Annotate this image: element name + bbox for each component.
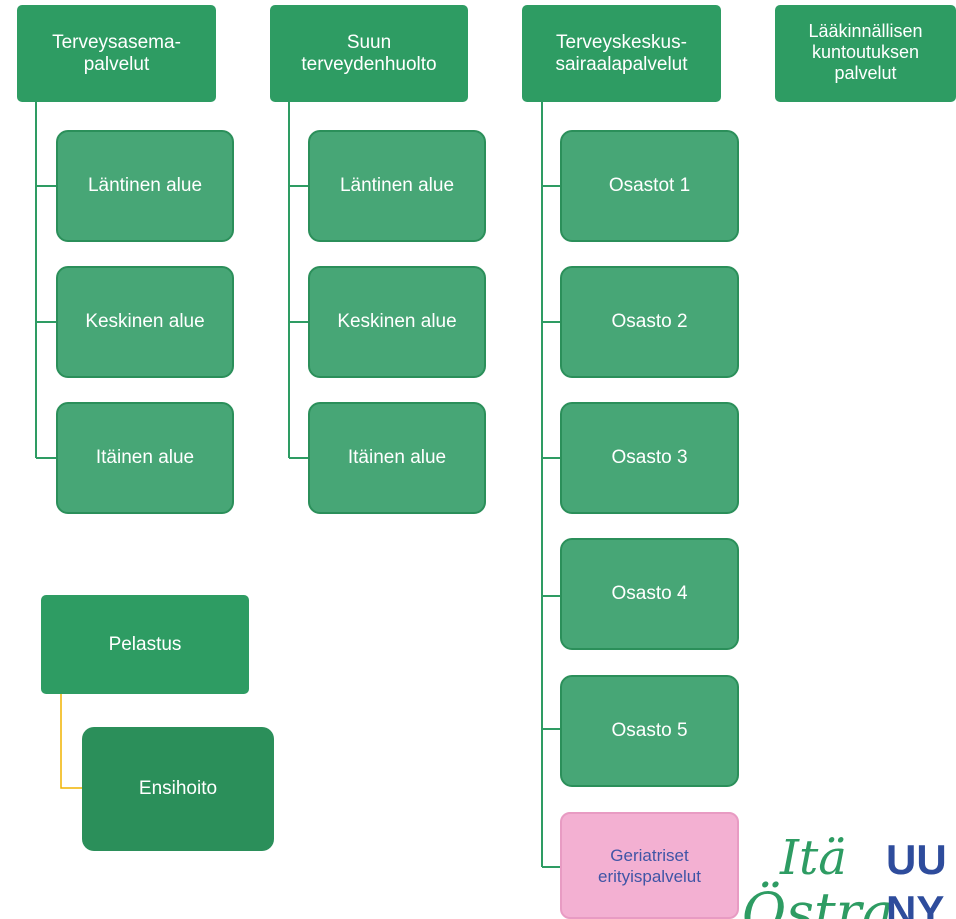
subunit-osasto-5: Osasto 5 [560,675,739,787]
unit-pelastus: Pelastus [41,595,249,694]
subunit-label: Osasto 3 [611,447,688,468]
subunit-label: Itäinen alue [95,447,195,468]
subunit-geriatriset-erityispalvelut: Geriatriset erityispalvelut [560,812,739,919]
unit-label: Suun terveydenhuolto [301,32,437,75]
unit-laakinnallinen-kuntoutus: Lääkinnällisen kuntoutuksen palvelut [775,5,956,102]
subunit-label: Osasto 4 [611,583,688,604]
subunit-label: Ensihoito [138,778,218,799]
connector-pelastus [60,694,82,789]
connector-suun [288,102,309,459]
ita-uusimaa-logo: Itä Östra UU NY [742,830,947,919]
unit-terveyskeskussairaalapalvelut: Terveyskeskus- sairaalapalvelut [522,5,721,102]
connector-terveysasema [35,102,56,459]
subunit-osasto-4: Osasto 4 [560,538,739,650]
subunit-label: Osasto 2 [611,311,688,332]
subunit-label: Läntinen alue [87,175,203,196]
logo-script-bottom: Östra [742,880,894,919]
subunit-label: Keskinen alue [85,311,205,332]
logo-bold-top: UU [886,836,947,883]
subunit-lantinen-alue-2: Läntinen alue [308,130,486,242]
subunit-osastot-1: Osastot 1 [560,130,739,242]
subunit-label: Osasto 5 [611,720,688,741]
subunit-label: Keskinen alue [337,311,457,332]
unit-label: Terveysasema- palvelut [52,32,181,75]
unit-label: Lääkinnällisen kuntoutuksen palvelut [808,21,923,83]
subunit-keskinen-alue-2: Keskinen alue [308,266,486,378]
logo-script-top: Itä [779,830,847,886]
unit-label: Terveyskeskus- sairaalapalvelut [555,32,688,75]
connector-sairaala [541,102,562,868]
unit-label: Pelastus [108,633,182,655]
subunit-label: Läntinen alue [339,175,455,196]
subunit-osasto-2: Osasto 2 [560,266,739,378]
unit-suun-terveydenhuolto: Suun terveydenhuolto [270,5,468,102]
subunit-itainen-alue-2: Itäinen alue [308,402,486,514]
subunit-label: Itäinen alue [347,447,447,468]
subunit-ensihoito: Ensihoito [82,727,274,851]
unit-terveysasemapalvelut: Terveysasema- palvelut [17,5,216,102]
subunit-label: Osastot 1 [608,175,691,196]
subunit-keskinen-alue-1: Keskinen alue [56,266,234,378]
logo-bold-bottom: NY [886,887,944,919]
subunit-lantinen-alue-1: Läntinen alue [56,130,234,242]
subunit-itainen-alue-1: Itäinen alue [56,402,234,514]
subunit-osasto-3: Osasto 3 [560,402,739,514]
subunit-label: Geriatriset erityispalvelut [598,845,701,886]
